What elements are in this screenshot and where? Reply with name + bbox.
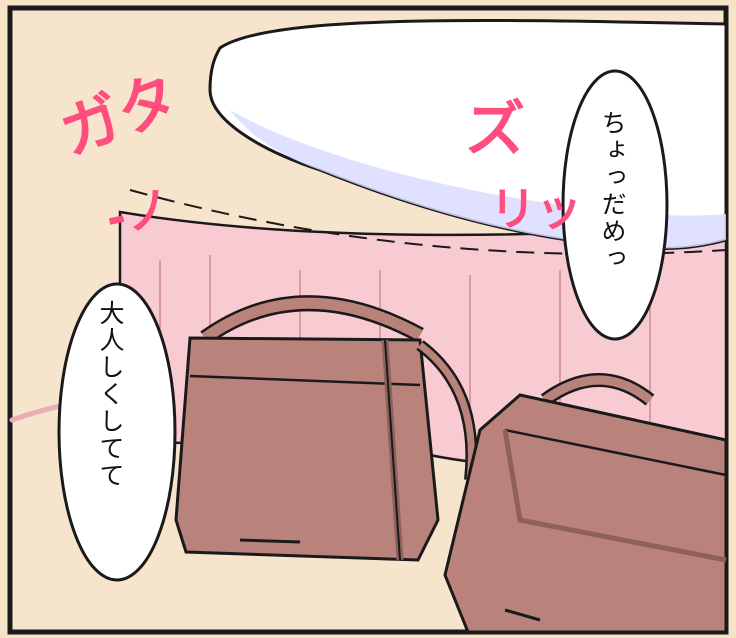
speech-text-left: 大人しくしてて: [96, 300, 125, 489]
zuri-sfx: ズ リッ: [465, 95, 582, 236]
svg-text:ズ: ズ: [465, 95, 525, 165]
speech-bubble-right: [561, 69, 669, 341]
speech-bubble-left: [57, 282, 177, 582]
right-bag: [443, 373, 728, 634]
svg-text:リッ: リッ: [490, 182, 582, 236]
speech-text-right: ちょっだめっ: [598, 110, 627, 272]
left-bag: [174, 295, 478, 562]
svg-text:-ノ: -ノ: [101, 179, 176, 245]
